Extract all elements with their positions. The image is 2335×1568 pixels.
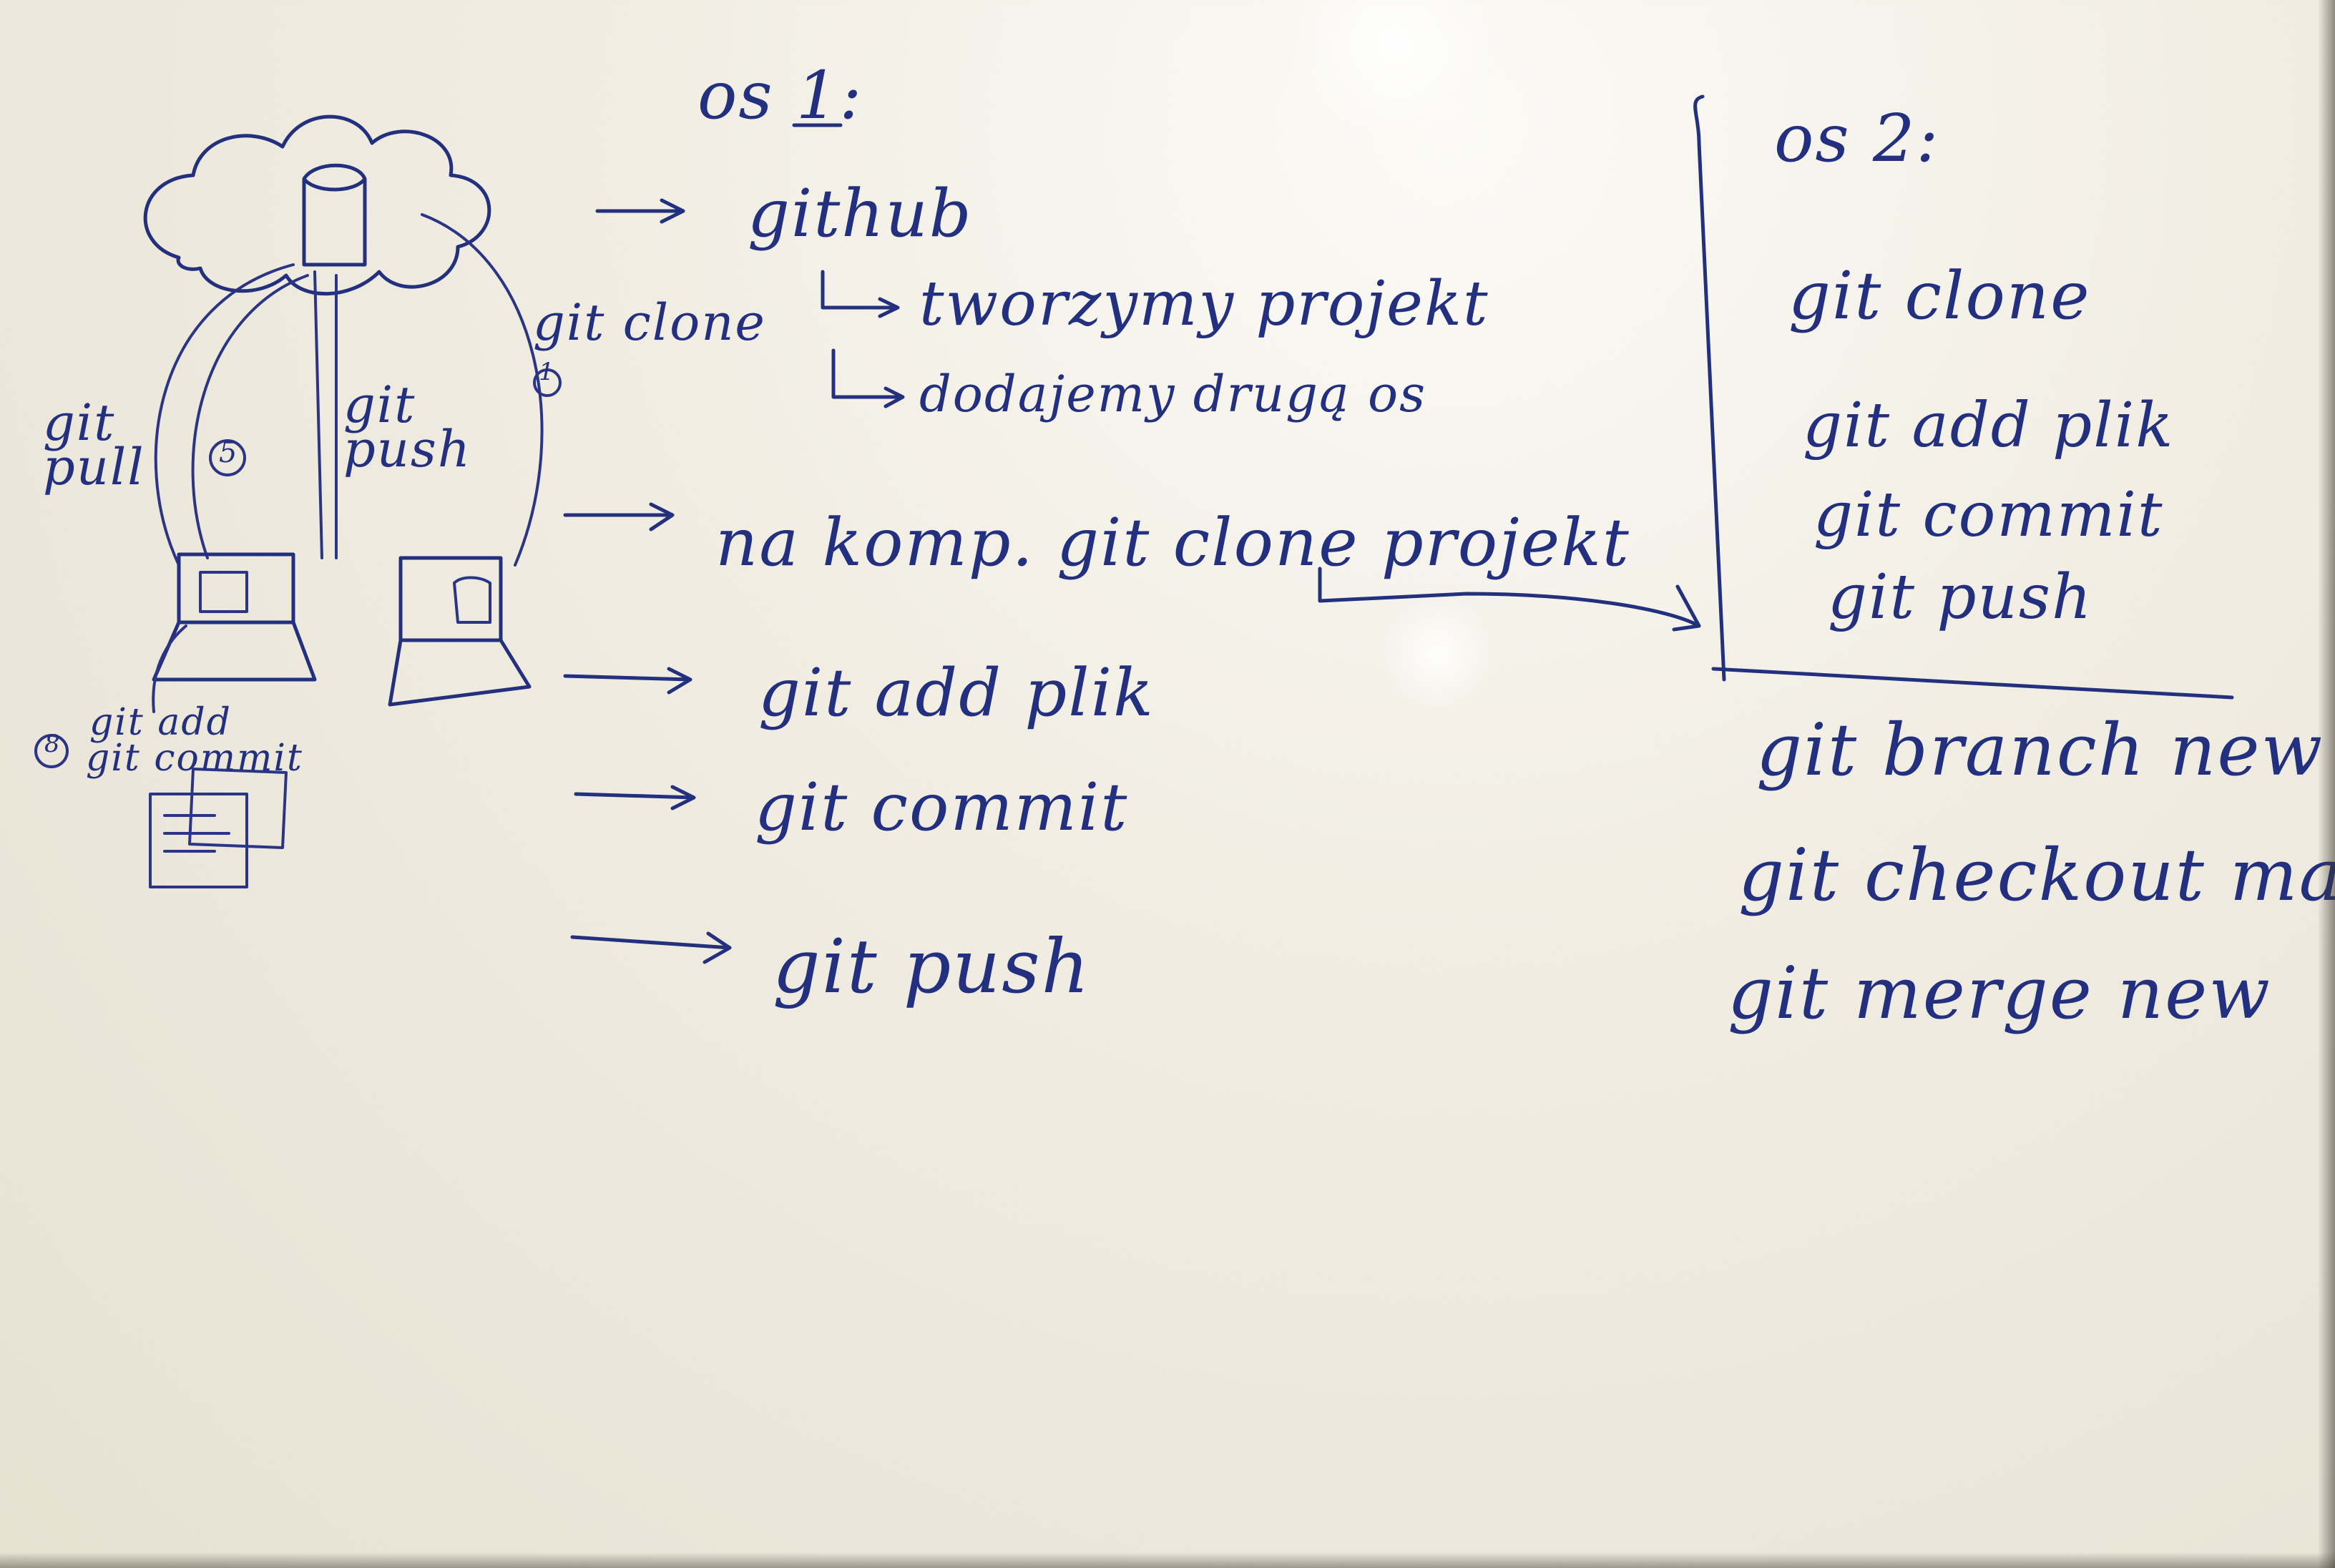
git-commit-label: git commit [86,737,303,780]
step-five-circle [209,439,246,476]
checkout-command: git checkout main [1738,833,2335,917]
arrow-icon [595,198,685,224]
board-frame [2318,0,2335,1568]
add-step: git add plik [758,655,1155,731]
database-icon [453,576,491,624]
bracket [1693,94,1726,682]
arrow-icon [574,785,696,810]
pull-arc [154,263,295,567]
arrow-icon [563,502,675,531]
clone-step: na komp. git clone projekt [715,504,1630,581]
database-icon [302,163,367,267]
os2-add: git add plik [1803,390,2175,461]
push-line [313,270,323,559]
clone-arc [421,213,544,567]
add-arrow [152,624,187,713]
os2-commit: git commit [1813,479,2164,551]
git-pull-label: git pull [43,393,145,496]
merge-command: git merge new [1728,951,2271,1035]
connector-arrow [1318,567,1701,632]
pull-arc-inner [191,274,309,559]
arrow-icon [563,667,692,695]
board-frame [0,1552,2335,1568]
lesson-two-heading: os 2: [1774,100,1940,177]
cloud-shape [143,114,491,296]
push-step: git push [773,923,1091,1010]
branch-command: git branch new [1756,708,2324,792]
git-push-label: git push [343,376,471,479]
git-clone-label: git clone [533,293,766,352]
database-icon [199,571,248,613]
commit-step: git commit [755,769,1129,846]
lesson-one-heading: os 1: [697,57,863,134]
step-eight-circle [34,734,69,768]
step-one-label: 1 [539,358,556,386]
os2-clone: git clone [1788,258,2091,334]
git-add-label: git add [89,701,232,744]
github-step: github [748,175,973,252]
light-glare [1374,601,1502,708]
add-second-person-substep: dodajemy drugą os [919,365,1427,423]
arrow-icon [570,931,732,964]
step-one-circle [533,368,562,397]
step-eight-label: 8 [44,730,62,758]
os2-push: git push [1828,562,2093,633]
create-project-substep: tworzymy projekt [919,268,1489,340]
step-five-label: 5 [219,436,239,469]
document-icon [149,768,288,888]
laptop-right [388,556,532,707]
sub-arrow-icon [821,270,900,318]
sub-arrow-icon [831,348,905,408]
bracket-underline [1711,667,2234,700]
